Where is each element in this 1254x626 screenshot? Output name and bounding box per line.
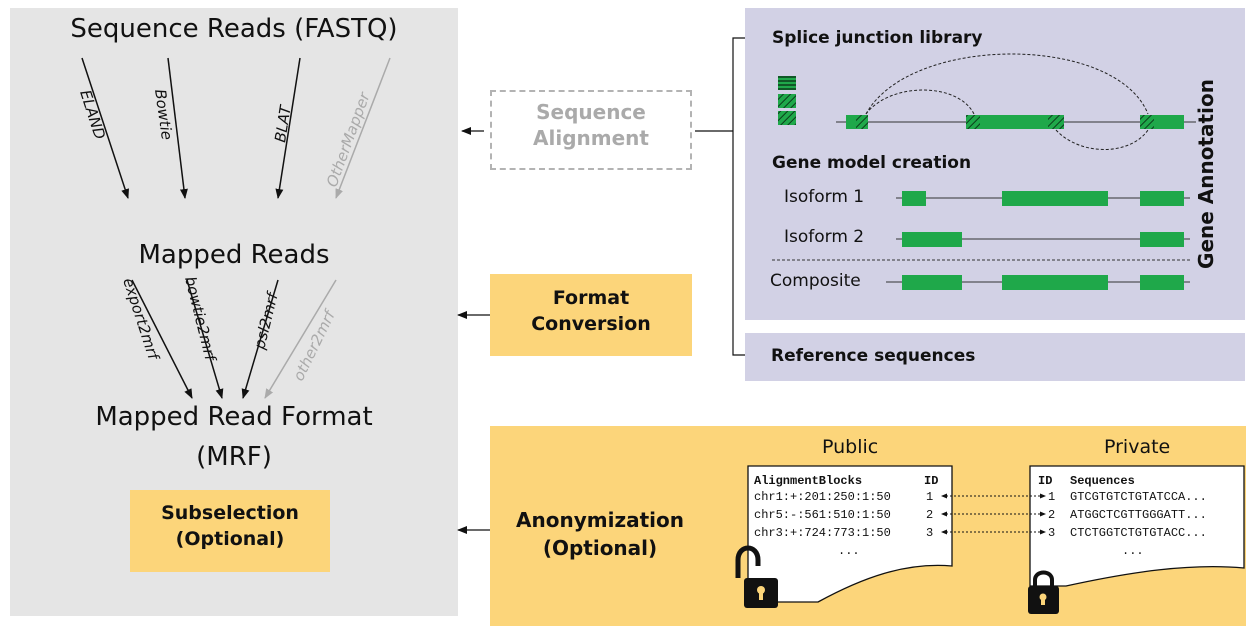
sequence-reads-label: Sequence Reads (FASTQ) xyxy=(70,14,398,44)
public-ellipsis: ... xyxy=(838,544,860,558)
reference-sequences-label: Reference sequences xyxy=(771,346,976,366)
public-document xyxy=(747,465,953,603)
private-row-2-id: 2 xyxy=(1048,508,1056,522)
format-conversion-line1: Format xyxy=(552,287,630,309)
mapper-label-blat: BLAT xyxy=(271,102,295,143)
public-header-alignmentblocks: AlignmentBlocks xyxy=(754,474,863,488)
private-row-2-seq: ATGGCTCGTTGGGATT... xyxy=(1070,508,1207,522)
splice-junction-title: Splice junction library xyxy=(772,28,983,48)
unlocked-padlock-icon xyxy=(735,545,778,608)
private-header-id: ID xyxy=(1038,474,1053,488)
private-row-1-seq: GTCGTGTCTGTATCCA... xyxy=(1070,490,1207,504)
public-label: Public xyxy=(822,436,879,458)
locked-padlock-icon xyxy=(1028,570,1059,614)
reference-sequences-panel: Reference sequences xyxy=(745,333,1245,381)
eland-arrow xyxy=(81,57,129,199)
splice-junction-track xyxy=(836,53,1196,150)
public-row-3-block: chr3:+:724:773:1:50 xyxy=(754,526,891,540)
composite-track xyxy=(886,275,1190,290)
mapped-reads-label: Mapped Reads xyxy=(138,240,330,270)
subselection-label-line1: Subselection xyxy=(161,502,299,524)
private-ellipsis: ... xyxy=(1122,544,1144,558)
private-row-3-seq: CTCTGGTCTGTGTACC... xyxy=(1070,526,1207,540)
public-row-1-id: 1 xyxy=(926,490,934,504)
public-row-2-id: 2 xyxy=(926,508,934,522)
gene-model-title: Gene model creation xyxy=(772,153,972,173)
mrf-label-line1: Mapped Read Format xyxy=(95,402,373,432)
public-row-1-block: chr1:+:201:250:1:50 xyxy=(754,490,891,504)
private-header-sequences: Sequences xyxy=(1070,474,1135,488)
isoform-1-label: Isoform 1 xyxy=(784,187,865,207)
public-header-id: ID xyxy=(924,474,939,488)
isoform-2-track xyxy=(896,232,1190,247)
bowtie-arrow xyxy=(167,57,188,199)
anonymization-label-line1: Anonymization xyxy=(516,508,684,532)
public-row-2-block: chr5:-:561:510:1:50 xyxy=(754,508,891,522)
othermapper-arrow xyxy=(335,57,391,199)
format-conversion-box: Format Conversion xyxy=(490,274,692,356)
anonymization-label-line2: (Optional) xyxy=(542,536,658,560)
mrf-label-line2: (MRF) xyxy=(196,442,272,472)
format-conversion-line2: Conversion xyxy=(531,313,651,335)
export2mrf-arrow xyxy=(131,279,193,399)
composite-label: Composite xyxy=(770,271,861,291)
bracket xyxy=(732,37,745,356)
private-row-1-id: 1 xyxy=(1048,490,1056,504)
private-row-3-id: 3 xyxy=(1048,526,1056,540)
sequence-alignment-line1: Sequence xyxy=(536,100,646,124)
other2mrf-arrow xyxy=(264,279,337,399)
gene-annotation-panel xyxy=(745,8,1245,320)
public-row-3-id: 3 xyxy=(926,526,934,540)
private-label: Private xyxy=(1104,436,1171,458)
isoform-1-track xyxy=(896,191,1190,206)
subselection-box: Subselection (Optional) xyxy=(130,490,330,572)
sequence-alignment-line2: Alignment xyxy=(533,126,649,150)
junction-library-icon xyxy=(778,76,796,125)
sequence-alignment-box: Sequence Alignment xyxy=(490,90,692,170)
psl2mrf-arrow xyxy=(241,279,279,399)
bowtie2mrf-arrow xyxy=(186,279,224,399)
private-document xyxy=(1029,465,1245,587)
isoform-2-label: Isoform 2 xyxy=(784,227,865,247)
subselection-label-line2: (Optional) xyxy=(175,528,285,550)
blat-arrow xyxy=(275,57,301,199)
